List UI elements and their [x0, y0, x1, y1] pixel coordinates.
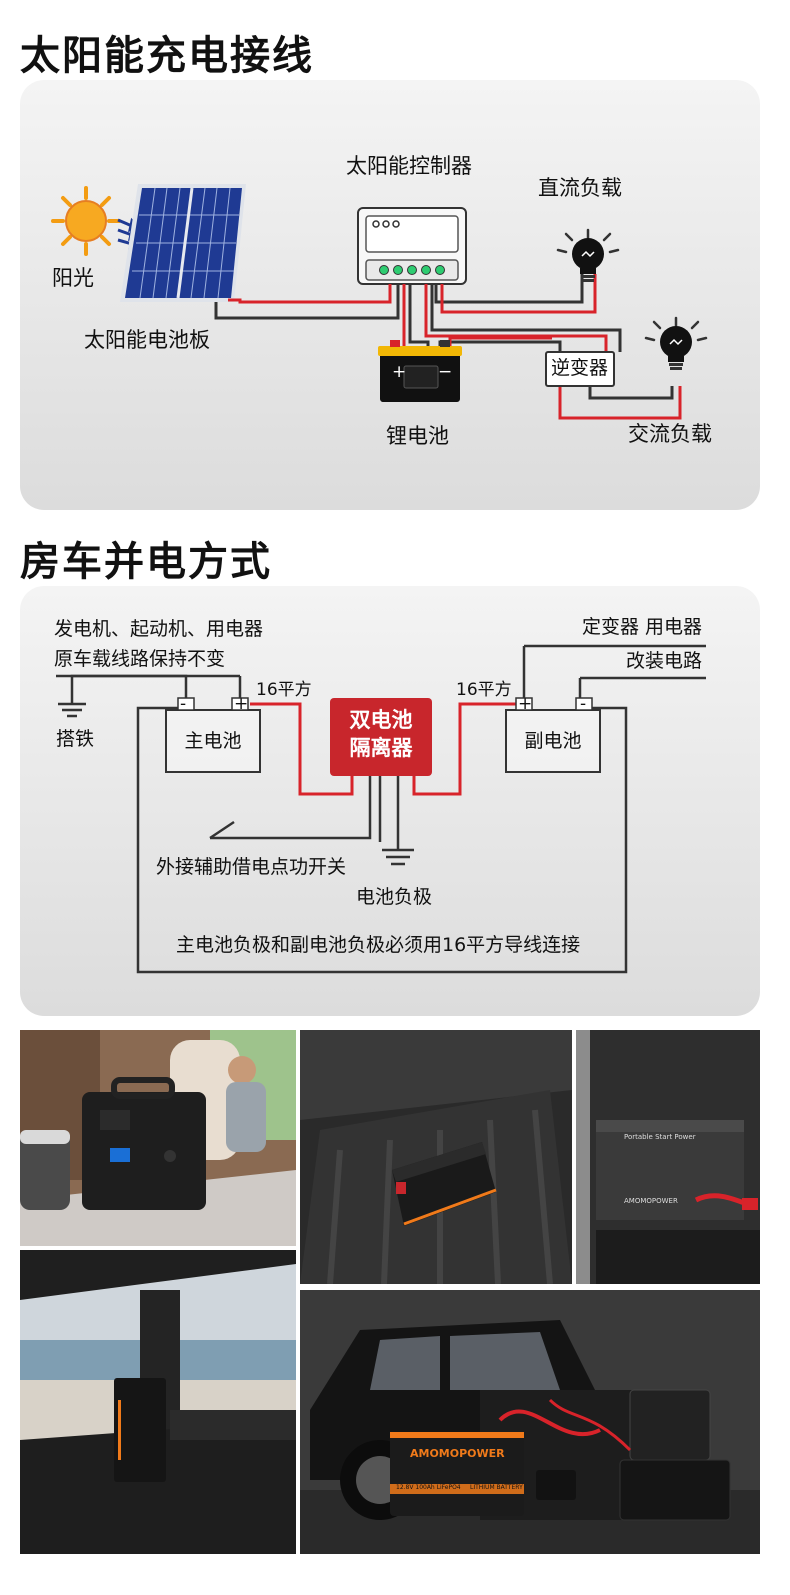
- battery-plus-sign: +: [392, 362, 407, 382]
- label-neg-pole: 电池负极: [356, 886, 433, 908]
- label-sunlight: 阳光: [52, 266, 94, 290]
- rv-diagram: [56, 644, 706, 974]
- label-size-right: 16平方: [456, 680, 512, 700]
- rv-section-title: 房车并电方式: [20, 539, 272, 585]
- inverter-icon: [545, 351, 615, 387]
- photo-jump-starter-art: [576, 1030, 760, 1284]
- label-lithium-battery: 锂电池: [386, 424, 449, 448]
- label-dc-load: 直流负载: [538, 176, 622, 200]
- photo-jump-starter: Portable Start Power AMOMOPOWER: [576, 1030, 760, 1284]
- sun-icon: [51, 186, 121, 256]
- isolator-line1: 双电池: [349, 708, 413, 732]
- dc-bulb-icon: [556, 228, 620, 282]
- amomo-brand-label: AMOMOPOWER: [410, 1447, 505, 1460]
- label-solar-controller: 太阳能控制器: [346, 154, 472, 178]
- neg-ground-symbol-icon: [382, 848, 414, 866]
- battery-minus-sign: −: [438, 362, 453, 382]
- solar-section-title: 太阳能充电接线: [20, 33, 314, 79]
- jump-starter-brand: AMOMOPOWER: [624, 1197, 678, 1205]
- aux-minus-sign: -: [580, 694, 587, 714]
- main-battery-box: [165, 709, 261, 773]
- aux-battery-box: [505, 709, 601, 773]
- main-plus-sign: +: [234, 694, 249, 714]
- photo-power-station-cabin-art: [20, 1030, 296, 1246]
- label-aux-battery: 副电池: [524, 730, 582, 752]
- photo-suv-battery-system: AMOMOPOWER 12.8V 100Ah LiFePO4 LITHIUM B…: [300, 1290, 760, 1554]
- photo-boat-battery-art: [20, 1250, 296, 1554]
- label-source-line2: 原车载线路保持不变: [54, 648, 226, 670]
- dual-battery-isolator: 双电池 隔离器: [330, 698, 432, 776]
- photo-boat-battery: [20, 1250, 296, 1554]
- amomo-tag-label: LITHIUM BATTERY: [470, 1484, 523, 1491]
- aux-battery-neg-terminal: [575, 697, 593, 711]
- jump-starter-title: Portable Start Power: [624, 1133, 696, 1141]
- solar-diagram-panel: 阳光 太阳能电池板 太阳能控制器 直流负载 + − 锂电池 逆变器 交流负载: [20, 80, 760, 510]
- solar-diagram: [51, 184, 708, 420]
- ground-symbol-icon: [58, 686, 86, 718]
- photo-power-station-cabin: [20, 1030, 296, 1246]
- label-neg-note: 主电池负极和副电池负极必须用16平方导线连接: [176, 934, 581, 956]
- main-battery-pos-terminal: [231, 697, 249, 711]
- label-source-line1: 发电机、起动机、用电器: [54, 618, 264, 640]
- photo-suv-battery-system-art: [300, 1290, 760, 1554]
- amomo-spec-label: 12.8V 100Ah LiFePO4: [396, 1484, 461, 1491]
- aux-plus-sign: +: [518, 694, 533, 714]
- label-ground: 搭铁: [56, 728, 95, 750]
- label-main-battery: 主电池: [184, 730, 242, 752]
- solar-panel-icon: [120, 184, 246, 302]
- label-inverter: 逆变器: [551, 357, 609, 379]
- label-switch: 外接辅助借电点功开关: [156, 856, 347, 878]
- label-ac-load: 交流负载: [628, 422, 712, 446]
- rv-red-wires: [250, 702, 516, 796]
- aux-battery-pos-terminal: [515, 697, 533, 711]
- rv-diagram-panel: 发电机、起动机、用电器 原车载线路保持不变 搭铁 - + 主电池 16平方 双电…: [20, 586, 760, 1016]
- solar-controller-icon: [357, 207, 467, 285]
- label-load-line1: 定变器 用电器: [582, 616, 703, 638]
- isolator-line2: 隔离器: [349, 736, 413, 760]
- photo-truck-bed-battery: [300, 1030, 572, 1284]
- lithium-battery-icon: [378, 340, 462, 402]
- main-battery-neg-terminal: [177, 697, 195, 711]
- photo-truck-bed-battery-art: [300, 1030, 572, 1284]
- main-minus-sign: -: [180, 694, 187, 714]
- rv-dark-wires: [56, 644, 706, 974]
- label-size-left: 16平方: [256, 680, 312, 700]
- label-solar-panel: 太阳能电池板: [84, 328, 210, 352]
- label-load-line2: 改装电路: [626, 650, 703, 672]
- ac-bulb-icon: [644, 316, 708, 370]
